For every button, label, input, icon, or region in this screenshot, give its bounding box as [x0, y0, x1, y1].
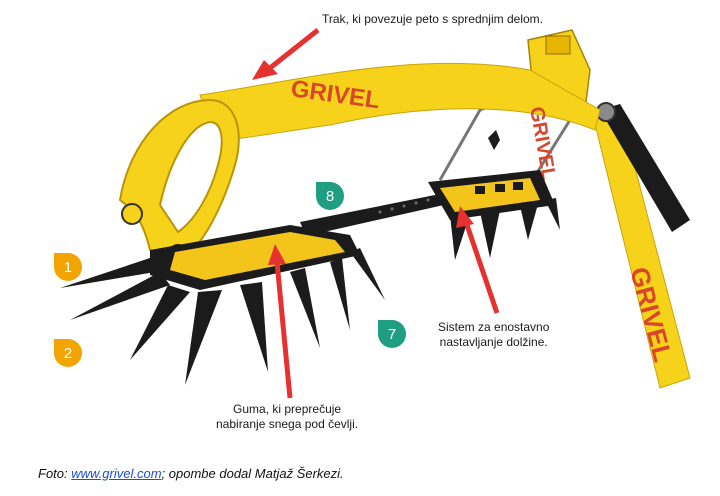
marker-7: 7: [378, 320, 406, 348]
annotation-rubber: Guma, ki preprečuje nabiranje snega pod …: [216, 402, 358, 432]
front-points: [60, 248, 385, 385]
marker-label: 7: [388, 326, 396, 343]
marker-8: 8: [316, 182, 344, 210]
front-rubber-plate: [170, 232, 345, 280]
marker-label: 8: [326, 188, 334, 205]
marker-label: 1: [64, 259, 72, 276]
annotation-adjustment-line2: nastavljanje dolžine.: [439, 335, 548, 349]
annotation-adjustment: Sistem za enostavno nastavljanje dolžine…: [438, 320, 549, 350]
annotation-adjustment-line1: Sistem za enostavno: [438, 320, 550, 334]
marker-label: 2: [64, 345, 72, 362]
caption-suffix: ; opombe dodal Matjaž Šerkezi.: [161, 466, 344, 481]
connecting-bar: [300, 190, 466, 236]
marker-1: 1: [54, 253, 82, 281]
caption-link[interactable]: www.grivel.com: [71, 466, 162, 481]
annotation-rubber-line1: Guma, ki preprečuje: [233, 402, 342, 416]
annotation-rubber-line2: nabiranje snega pod čevlji.: [216, 417, 359, 431]
caption-prefix: Foto:: [38, 466, 72, 481]
heel-points: [450, 198, 560, 260]
photo-caption: Foto: www.grivel.com; opombe dodal Matja…: [38, 466, 344, 481]
buckle-strap: [600, 104, 690, 232]
annotation-strap: Trak, ki povezuje peto s sprednjim delom…: [322, 12, 543, 26]
pointer-arrows: [252, 28, 500, 399]
marker-2: 2: [54, 339, 82, 367]
strap-loop: [199, 62, 601, 141]
